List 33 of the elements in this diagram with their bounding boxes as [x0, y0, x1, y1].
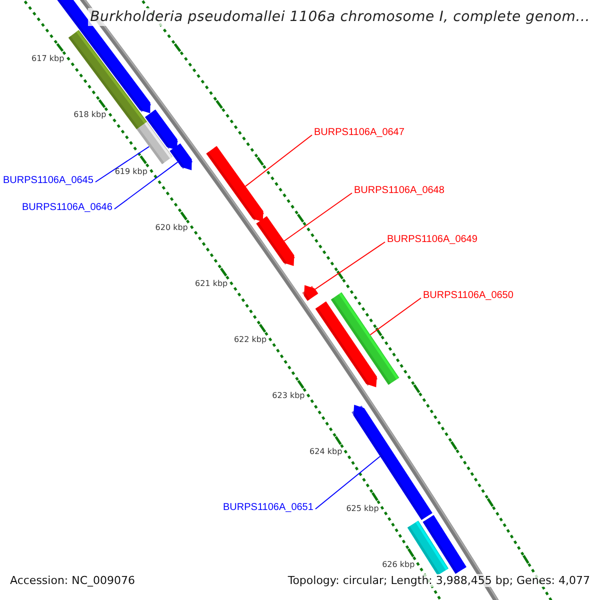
leader-line: [284, 192, 352, 242]
tick-label: 620 kbp: [155, 222, 188, 233]
gene-label: BURPS1106A_0646: [22, 202, 112, 214]
leader-line: [245, 134, 312, 187]
gene-feature: [170, 143, 193, 170]
gene-feature: [256, 216, 295, 266]
gene-label: BURPS1106A_0647: [314, 127, 404, 139]
gene-label: BURPS1106A_0651: [223, 502, 314, 514]
gene-label: BURPS1106A_0645: [3, 175, 94, 187]
tick-label: 619 kbp: [114, 166, 148, 177]
tick-label: 625 kbp: [346, 504, 379, 514]
accession-label: Accession: NC_009076: [8, 574, 138, 587]
tick-label: 626 kbp: [382, 560, 415, 570]
leader-line: [94, 146, 150, 182]
leader-line: [114, 162, 178, 210]
gene-label: BURPS1106A_0649: [387, 234, 478, 246]
gene-feature: [68, 30, 148, 130]
tick-label: 623 kbp: [272, 391, 305, 402]
tick-label: 621 kbp: [195, 278, 228, 289]
genome-summary: Topology: circular; Length: 3,988,455 bp; Genes: 4,077: [286, 574, 592, 587]
tick-label: 624 kbp: [310, 447, 342, 458]
tick-label: 617 kbp: [32, 54, 64, 64]
gene-feature: [315, 301, 378, 388]
gene-label: BURPS1106A_0650: [423, 290, 514, 302]
leader-line: [314, 242, 386, 290]
gene-label: BURPS1106A_0648: [354, 185, 444, 197]
leader-line: [370, 298, 422, 336]
gene-feature: [206, 146, 264, 222]
leader-line: [314, 456, 381, 510]
tick-label: 618 kbp: [74, 110, 106, 120]
gene-feature: [136, 122, 173, 164]
gene-feature: [302, 285, 318, 301]
tick-label: 622 kbp: [234, 335, 267, 346]
